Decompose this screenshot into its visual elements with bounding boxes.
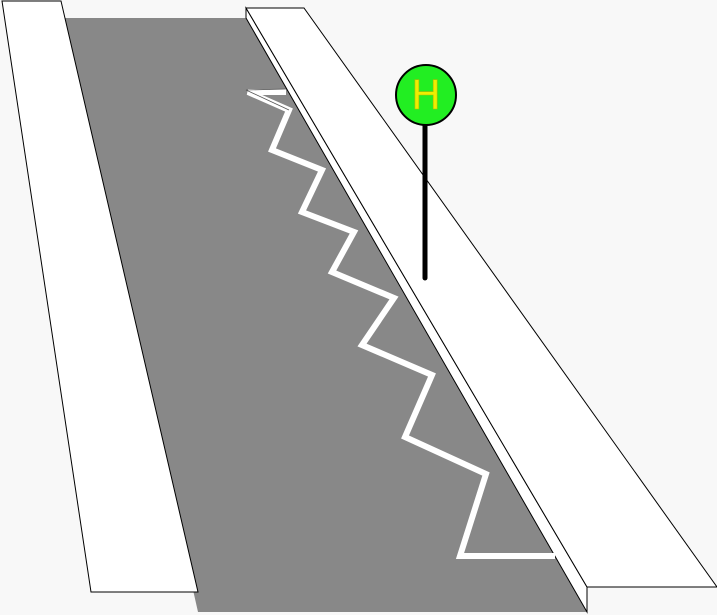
left-sidewalk <box>1 0 199 593</box>
right-sidewalk <box>245 7 717 588</box>
sign-letter: H <box>411 73 441 119</box>
bus-stop-sign: H <box>395 64 457 126</box>
zigzag-road-marking <box>246 89 555 559</box>
sign-disc <box>395 64 457 126</box>
zigzag-outline <box>245 88 290 111</box>
